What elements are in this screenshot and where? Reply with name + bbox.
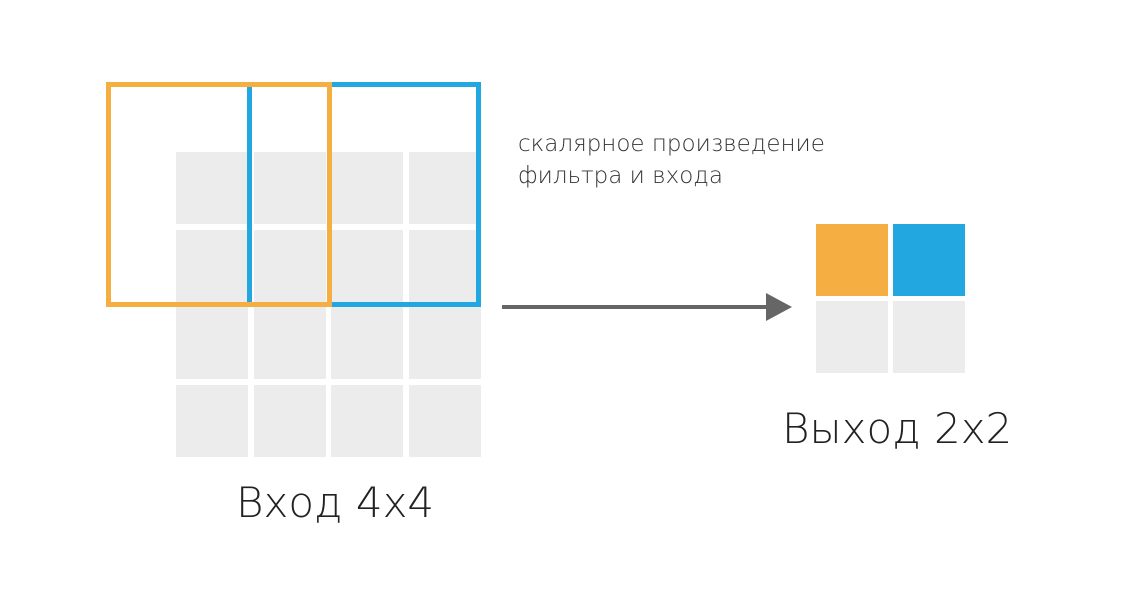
input-cell bbox=[331, 307, 403, 379]
input-cell bbox=[408, 152, 481, 224]
input-cell bbox=[331, 229, 403, 302]
input-cell bbox=[331, 384, 403, 457]
input-cell bbox=[408, 384, 481, 457]
arrow-right-icon bbox=[502, 293, 792, 321]
input-cell bbox=[331, 152, 403, 224]
filter-frame-blue bbox=[247, 82, 481, 307]
input-cell bbox=[253, 152, 326, 224]
input-cell bbox=[253, 307, 326, 379]
input-cell bbox=[253, 384, 326, 457]
output-cell bbox=[816, 224, 888, 296]
output-cell bbox=[892, 300, 965, 373]
input-cell bbox=[253, 229, 326, 302]
input-cell bbox=[176, 229, 248, 302]
output-cell bbox=[892, 224, 965, 296]
caption-line-1: скалярное произведение bbox=[518, 131, 825, 157]
input-cell bbox=[176, 152, 248, 224]
caption-line-2: фильтра и входа bbox=[518, 163, 723, 189]
input-cell bbox=[408, 307, 481, 379]
input-cell bbox=[408, 229, 481, 302]
filter-frame-orange bbox=[106, 82, 332, 307]
input-cell bbox=[176, 307, 248, 379]
output-cell bbox=[816, 300, 888, 373]
input-cell bbox=[176, 384, 248, 457]
input-label: Вход 4x4 bbox=[236, 478, 435, 527]
dot-product-caption: скалярное произведение фильтра и входа bbox=[518, 128, 825, 192]
output-label: Выход 2x2 bbox=[782, 404, 1013, 453]
